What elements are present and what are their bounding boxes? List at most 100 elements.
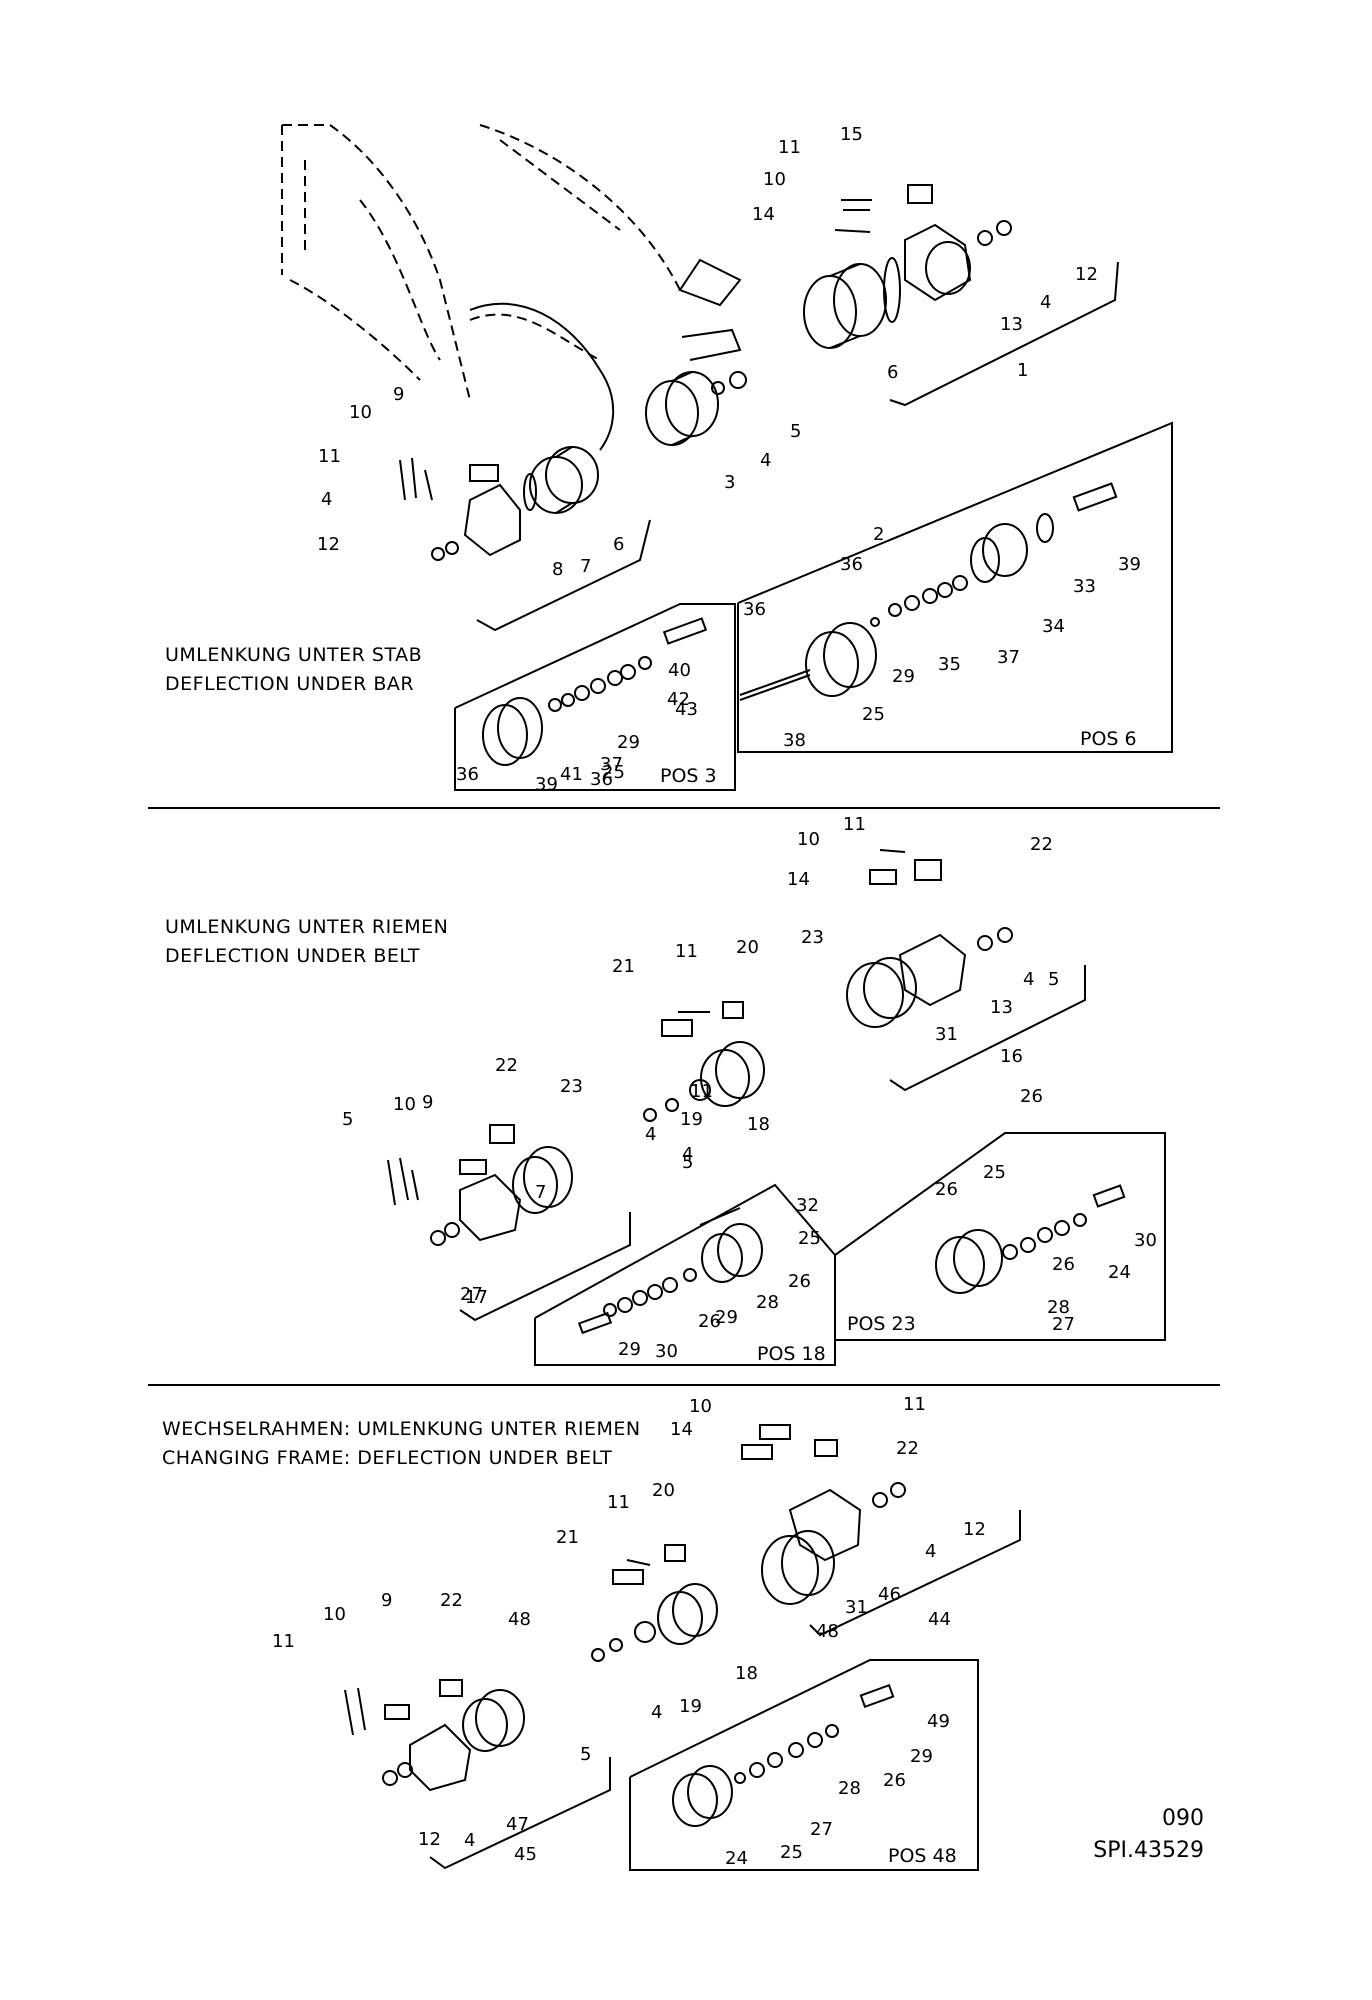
pos-23-parts [935,1184,1126,1294]
callout-number: 6 [613,534,624,555]
callout-number: 31 [935,1024,958,1045]
callout-number: 27 [810,1819,833,1840]
section-2-title-en: DEFLECTION UNDER BELT [165,945,420,967]
callout-number: 36 [456,764,479,785]
assembly-1-bearing-unit [803,184,1012,349]
assembly-44-bearing-unit [741,1424,906,1605]
callout-number: 13 [990,997,1013,1018]
callout-number: 29 [892,666,915,687]
callout-number: 11 [843,814,866,835]
callout-number: 48 [816,1621,839,1642]
pos-48-label: POS 48 [888,1845,957,1867]
callout-number: 14 [787,869,810,890]
document-numbers: 090 SPI.43529 [1093,1803,1204,1867]
callout-number: 41 [560,764,583,785]
callout-number: 5 [342,1109,353,1130]
assembly-17-bearing-unit [387,1124,573,1246]
callout-number: 9 [381,1590,392,1611]
pos-3-label: POS 3 [660,765,717,787]
callout-number: 5 [790,421,801,442]
roller-18b [591,1544,718,1662]
callout-number: 9 [393,384,404,405]
callout-number: 27 [460,1284,483,1305]
callout-number: 22 [495,1055,518,1076]
callout-number: 39 [1118,554,1141,575]
callout-number: 36 [743,599,766,620]
callout-number: 49 [927,1711,950,1732]
callout-number: 12 [418,1829,441,1850]
pos-23-box [834,1132,1166,1341]
callout-number: 10 [763,169,786,190]
callout-number: 18 [747,1114,770,1135]
callout-number: 22 [440,1590,463,1611]
pos-6-parts [739,482,1118,701]
callout-number: 11 [272,1631,295,1652]
callout-number: 13 [1000,314,1023,335]
callout-number: 33 [1073,576,1096,597]
pos-48-box [629,1659,979,1871]
callout-number: 26 [1020,1086,1043,1107]
section-1-title-en: DEFLECTION UNDER BAR [165,673,415,695]
pos-48-parts [672,1683,895,1827]
callout-number: 19 [679,1696,702,1717]
callout-number: 38 [783,730,806,751]
callout-number: 35 [938,654,961,675]
section-divider [148,807,1220,809]
callout-number: 25 [862,704,885,725]
callout-number: 10 [797,829,820,850]
pos-18-parts [577,1207,763,1335]
callout-number: 5 [1048,969,1059,990]
section-divider [148,1384,1220,1386]
callout-number: 31 [845,1597,868,1618]
callout-number: 6 [887,362,898,383]
pos-3-parts [482,617,708,766]
callout-number: 11 [690,1081,713,1102]
callout-number: 26 [698,1311,721,1332]
callout-number: 4 [651,1702,662,1723]
section-3-title-de: WECHSELRAHMEN: UMLENKUNG UNTER RIEMEN [162,1418,641,1440]
machine-frame-outline [281,124,681,401]
callout-number: 4 [682,1144,693,1165]
pos-6-label: POS 6 [1080,728,1137,750]
callout-number: 28 [756,1292,779,1313]
callout-number: 10 [349,402,372,423]
callout-number: 2 [873,524,884,545]
assembly-16-bearing-unit [846,849,1013,1028]
section-1-title-de: UMLENKUNG UNTER STAB [165,644,423,666]
callout-number: 30 [1134,1230,1157,1251]
callout-number: 25 [983,1162,1006,1183]
callout-number: 25 [798,1228,821,1249]
callout-number: 40 [668,660,691,681]
callout-number: 28 [838,1778,861,1799]
section-2-caption: UMLENKUNG UNTER RIEMEN DEFLECTION UNDER … [165,912,448,970]
callout-number: 29 [910,1746,933,1767]
callout-number: 28 [1047,1297,1070,1318]
section-3-caption: WECHSELRAHMEN: UMLENKUNG UNTER RIEMEN CH… [162,1414,641,1472]
callout-number: 15 [840,124,863,145]
pos-6-box [737,421,1173,753]
callout-number: 48 [508,1609,531,1630]
callout-number: 23 [560,1076,583,1097]
callout-number: 11 [607,1492,630,1513]
callout-number: 4 [925,1541,936,1562]
callout-number: 21 [556,1527,579,1548]
callout-number: 17 [465,1287,488,1308]
callout-number: 4 [760,450,771,471]
roller-18 [643,1001,765,1122]
pos-3-box [454,603,736,791]
callout-number: 3 [724,472,735,493]
callout-number: 27 [1052,1314,1075,1335]
callout-number: 4 [321,489,332,510]
callout-number: 44 [928,1609,951,1630]
callout-number: 5 [580,1744,591,1765]
callout-number: 42 [667,689,690,710]
callout-number: 29 [618,1339,641,1360]
callout-number: 7 [535,1182,546,1203]
assembly-45-bearing-unit [344,1679,525,1792]
pos-23-label: POS 23 [847,1313,916,1335]
callout-number: 37 [600,754,623,775]
callout-number: 29 [715,1307,738,1328]
callout-number: 21 [612,956,635,977]
